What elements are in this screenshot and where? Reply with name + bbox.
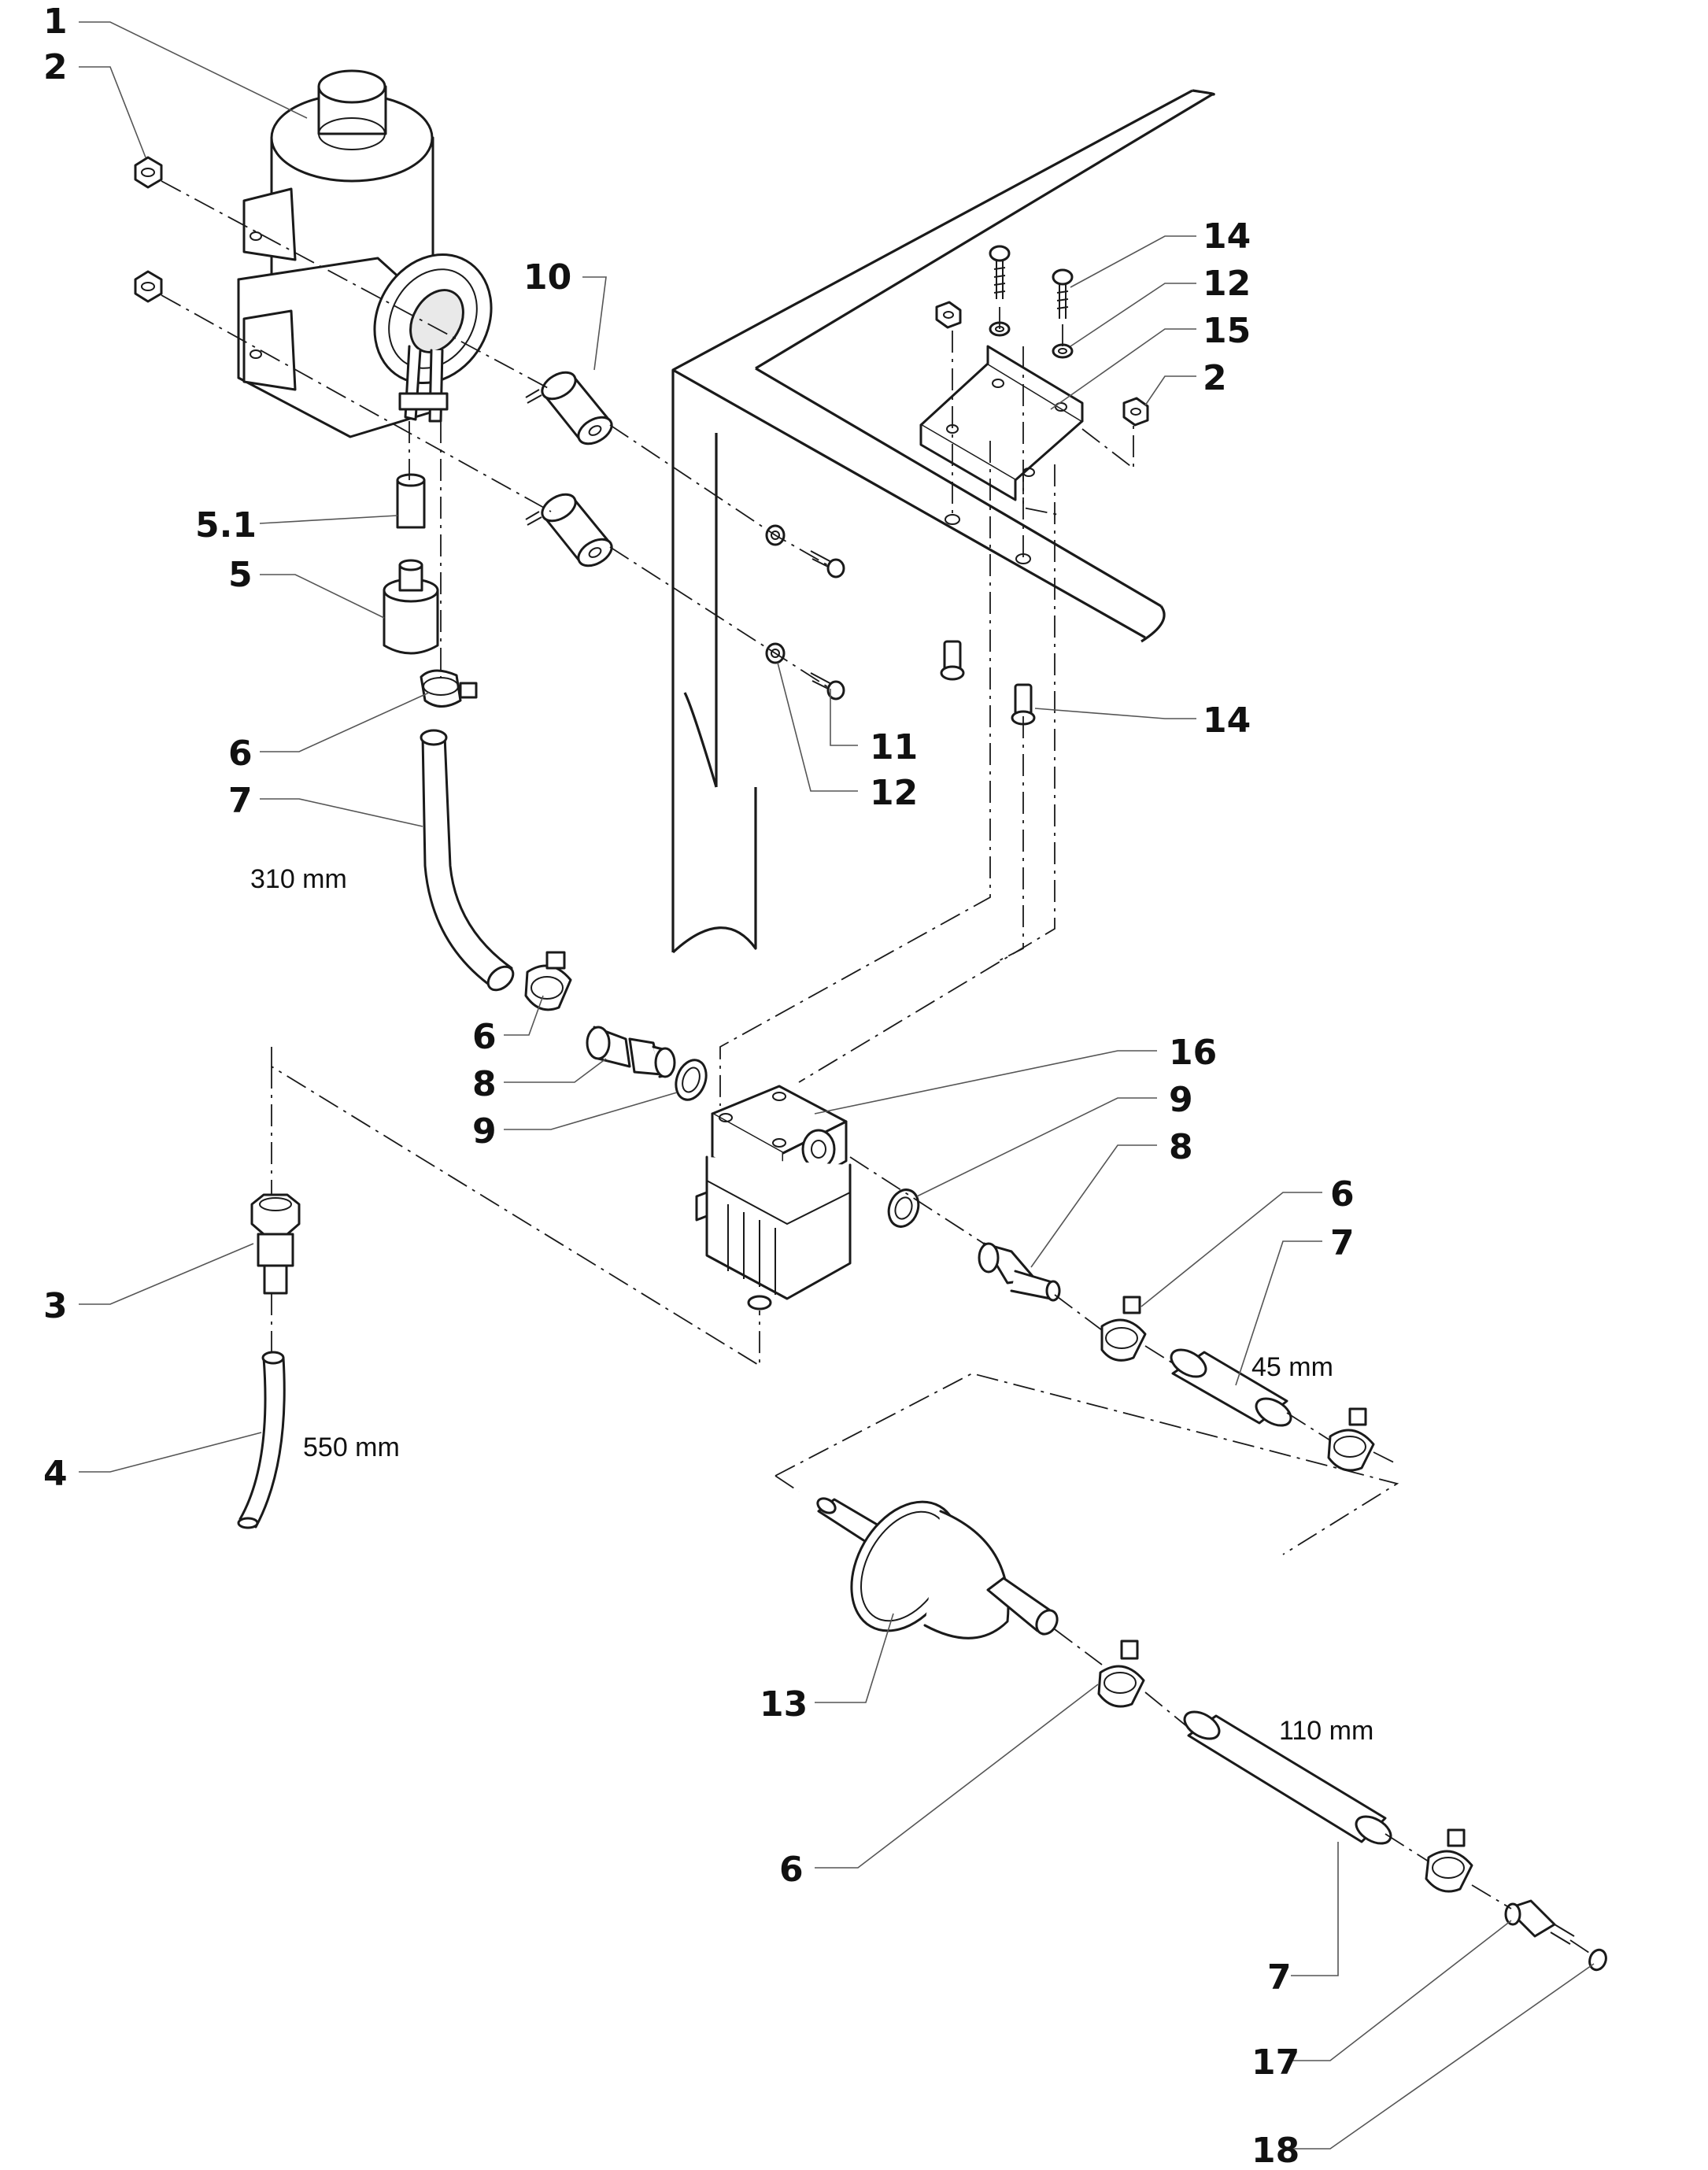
callout-6-right: 6 bbox=[1330, 1174, 1355, 1214]
hose-7-long bbox=[1183, 1710, 1392, 1845]
screw-14-top-right bbox=[1052, 268, 1074, 319]
fitting-8-left bbox=[586, 1026, 676, 1078]
nut-bracket-left bbox=[935, 301, 962, 329]
inline-filter-13 bbox=[816, 1497, 1059, 1640]
callout-10: 10 bbox=[523, 257, 571, 298]
callout-4: 4 bbox=[43, 1454, 68, 1494]
dimension-310mm: 310 mm bbox=[250, 864, 347, 894]
washer-12-frame-upper bbox=[765, 524, 845, 579]
nipple-17 bbox=[1504, 1899, 1575, 1945]
callout-12: 12 bbox=[1203, 264, 1251, 304]
inlet-fitting-3 bbox=[250, 1193, 301, 1295]
callout-3: 3 bbox=[43, 1286, 68, 1326]
seal-9-right bbox=[887, 1189, 920, 1228]
pump-motor bbox=[237, 69, 493, 438]
washer-12-top bbox=[989, 321, 1074, 359]
callout-13: 13 bbox=[760, 1684, 808, 1725]
screw-14-top-left bbox=[989, 245, 1011, 299]
callout-9-left: 9 bbox=[472, 1111, 497, 1152]
callout-11: 11 bbox=[870, 727, 918, 767]
machine-frame bbox=[671, 89, 1215, 954]
callout-5: 5 bbox=[228, 555, 253, 595]
hose-clamp-6-mid bbox=[524, 951, 572, 1011]
inlet-hose-4 bbox=[237, 1351, 286, 1529]
center-lines bbox=[161, 180, 1595, 1957]
callout-2: 2 bbox=[43, 47, 68, 87]
valve-block-16 bbox=[695, 1085, 852, 1311]
adapter-5 bbox=[383, 559, 439, 655]
isolator-10-upper bbox=[525, 371, 613, 445]
hose-clamp-6-lower bbox=[1097, 1640, 1145, 1708]
sleeve-5-1 bbox=[396, 473, 426, 529]
leader-lines bbox=[79, 21, 1595, 2150]
hose-7-upper bbox=[420, 729, 515, 992]
callout-14-lower: 14 bbox=[1203, 701, 1251, 741]
nut-2-upper bbox=[134, 156, 163, 189]
callout-9-right: 9 bbox=[1169, 1080, 1193, 1120]
callout-7: 7 bbox=[228, 781, 253, 821]
callout-14: 14 bbox=[1203, 216, 1251, 257]
bolt-14-lower bbox=[940, 640, 1036, 726]
dimension-labels: 310 mm 550 mm 45 mm 110 mm bbox=[250, 864, 1373, 1746]
callout-8-right: 8 bbox=[1169, 1127, 1193, 1167]
callout-labels: 1 2 10 5.1 5 6 7 14 12 15 2 14 11 12 6 8… bbox=[43, 2, 1355, 2170]
callout-16: 16 bbox=[1169, 1033, 1217, 1073]
hose-7-short bbox=[1170, 1348, 1292, 1427]
screw-11 bbox=[810, 672, 845, 701]
callout-18: 18 bbox=[1251, 2131, 1299, 2170]
callout-6: 6 bbox=[228, 734, 253, 774]
dimension-45mm: 45 mm bbox=[1251, 1352, 1333, 1382]
callout-12-frame: 12 bbox=[870, 773, 918, 813]
seal-18 bbox=[1588, 1948, 1607, 1972]
dimension-110mm: 110 mm bbox=[1279, 1716, 1373, 1746]
callout-6-mid: 6 bbox=[472, 1017, 497, 1057]
callout-15: 15 bbox=[1203, 311, 1251, 351]
nut-lower-pump bbox=[134, 270, 163, 303]
hose-clamp-6-upper bbox=[420, 669, 478, 708]
fitting-8-right bbox=[978, 1242, 1061, 1302]
nut-2-bracket bbox=[1122, 397, 1149, 427]
isolator-lower bbox=[525, 493, 613, 567]
callout-8-left: 8 bbox=[472, 1064, 497, 1104]
seal-9-left bbox=[675, 1059, 708, 1101]
hose-clamp-long-end bbox=[1425, 1828, 1473, 1893]
mounting-bracket bbox=[919, 345, 1084, 564]
dimension-550mm: 550 mm bbox=[303, 1432, 400, 1462]
callout-7-short: 7 bbox=[1330, 1223, 1355, 1263]
callout-17: 17 bbox=[1251, 2042, 1299, 2083]
callout-7-long: 7 bbox=[1267, 1957, 1292, 1998]
hose-clamp-short-end bbox=[1327, 1407, 1375, 1472]
hose-clamp-6-right bbox=[1100, 1296, 1147, 1362]
callout-2-bracket: 2 bbox=[1203, 358, 1227, 398]
callout-6-lower: 6 bbox=[779, 1850, 804, 1890]
callout-1: 1 bbox=[43, 2, 68, 42]
callout-5-1: 5.1 bbox=[195, 505, 257, 545]
